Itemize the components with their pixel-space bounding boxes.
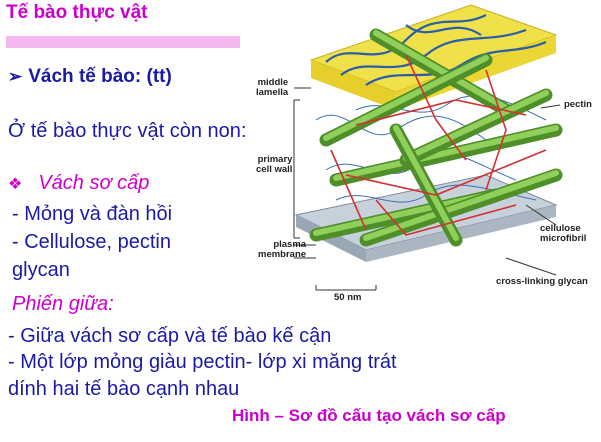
bullet-cellulose-pectin: - Cellulose, pectin <box>12 231 171 253</box>
label-plasma-1: plasma <box>273 239 307 250</box>
label-cross-linking-glycan: cross-linking glycan <box>496 276 588 287</box>
arrow-bullet-icon: ➢ <box>8 67 23 86</box>
microfibril <box>389 123 463 247</box>
middle-lamella-title: Phiến giữa: <box>12 293 114 315</box>
label-middle-lamella: middle lamella <box>256 78 288 98</box>
heading-text: Vách tế bào: (tt) <box>28 66 172 87</box>
microfibril <box>319 53 493 147</box>
plasma-membrane-front <box>366 205 556 262</box>
bullet-glycan: glycan <box>12 259 70 281</box>
label-cellulose-1: cellulose <box>540 223 581 234</box>
section-heading: ➢ Vách tế bào: (tt) <box>8 66 172 88</box>
plasma-membrane-side <box>296 215 366 262</box>
label-plasma-2: membrane <box>258 249 307 260</box>
bullet-thin-elastic: - Mỏng và đàn hồi <box>12 203 173 225</box>
figure-caption: Hình – Sơ đồ cấu tạo vách sơ cấp <box>232 406 506 425</box>
label-primary-wall-1: primary <box>257 154 293 165</box>
cellulose-microfibrils <box>309 28 563 247</box>
microfibril <box>329 123 563 187</box>
label-cellulose-2: microfibril <box>540 233 587 244</box>
label-primary-wall-2: cell wall <box>256 164 293 175</box>
label-pectin: pectin <box>564 99 592 110</box>
subheading-text: Vách sơ cấp <box>38 172 150 194</box>
microfibril <box>359 168 563 247</box>
label-middle-lamella-1: middle <box>257 77 289 88</box>
microfibril <box>399 88 553 167</box>
cell-wall-illustration <box>293 4 563 291</box>
middle-lamella-line-3: dính hai tế bào cạnh nhau <box>8 378 240 400</box>
label-plasma-membrane: plasma membrane <box>258 240 306 260</box>
title-underline <box>6 36 240 48</box>
cross-linking-glycans <box>330 54 547 236</box>
intro-text: Ở tế bào thực vật còn non: <box>8 120 247 142</box>
label-primary-wall: primary cell wall <box>256 155 292 175</box>
label-brackets <box>293 87 561 291</box>
middle-lamella-side <box>311 60 396 110</box>
label-middle-lamella-2: lamella <box>256 87 289 98</box>
cell-wall-diagram: middle lamella primary cell wall plasma … <box>256 0 601 303</box>
microfibril <box>369 28 513 117</box>
slide-title: Tế bào thực vật <box>6 2 148 23</box>
pectin-strands <box>325 14 547 86</box>
diamond-bullet-icon: ❖ <box>8 176 23 193</box>
middle-lamella-line-1: - Giữa vách sơ cấp và tế bào kế cận <box>8 325 332 347</box>
label-cellulose: cellulose microfibril <box>540 224 586 244</box>
middle-lamella-line-2: - Một lớp mỏng giàu pectin- lớp xi măng … <box>8 351 397 373</box>
subheading: ❖ Vách sơ cấp <box>8 172 149 195</box>
scale-bar-label: 50 nm <box>334 292 362 303</box>
